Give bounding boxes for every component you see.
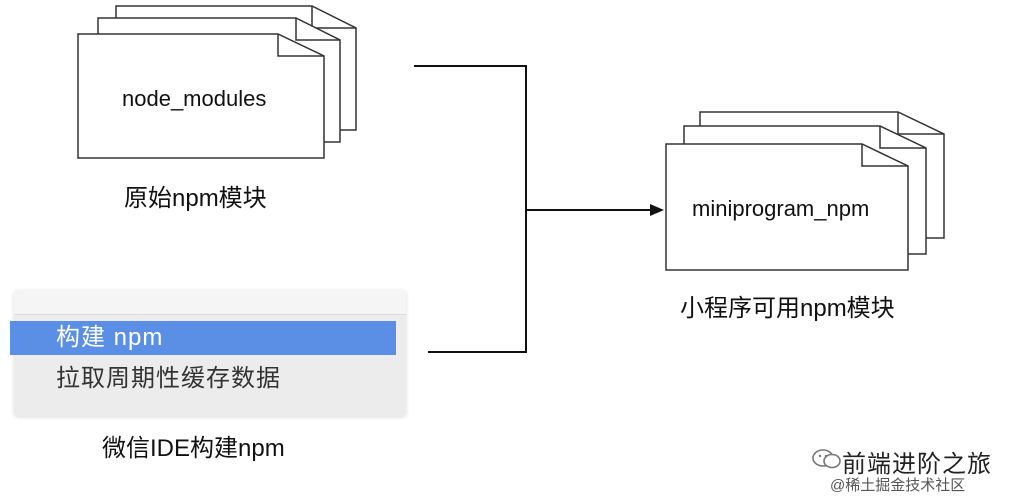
wechat-icon <box>812 449 841 469</box>
source-doc-label: node_modules <box>122 86 267 111</box>
menu-top-edge <box>14 290 406 315</box>
connector <box>414 65 664 353</box>
watermark-subtitle: @稀土掘金技术社区 <box>830 477 966 494</box>
source-doc-stack <box>77 5 357 159</box>
source-caption: 原始npm模块 <box>124 185 267 212</box>
target-doc-front <box>665 143 909 271</box>
ide-caption: 微信IDE构建npm <box>102 435 285 462</box>
target-caption: 小程序可用npm模块 <box>680 295 895 322</box>
watermark: 前端进阶之旅 @稀土掘金技术社区 <box>812 440 1022 500</box>
target-doc-label: miniprogram_npm <box>692 196 870 221</box>
menu-item-pull-cache[interactable]: 拉取周期性缓存数据 <box>56 365 281 392</box>
target-doc-stack <box>665 111 945 271</box>
connector-from-source <box>414 65 527 353</box>
source-doc-front <box>77 33 325 159</box>
watermark-title: 前端进阶之旅 <box>842 451 992 478</box>
menu-item-build-npm[interactable]: 构建 npm <box>10 321 396 355</box>
